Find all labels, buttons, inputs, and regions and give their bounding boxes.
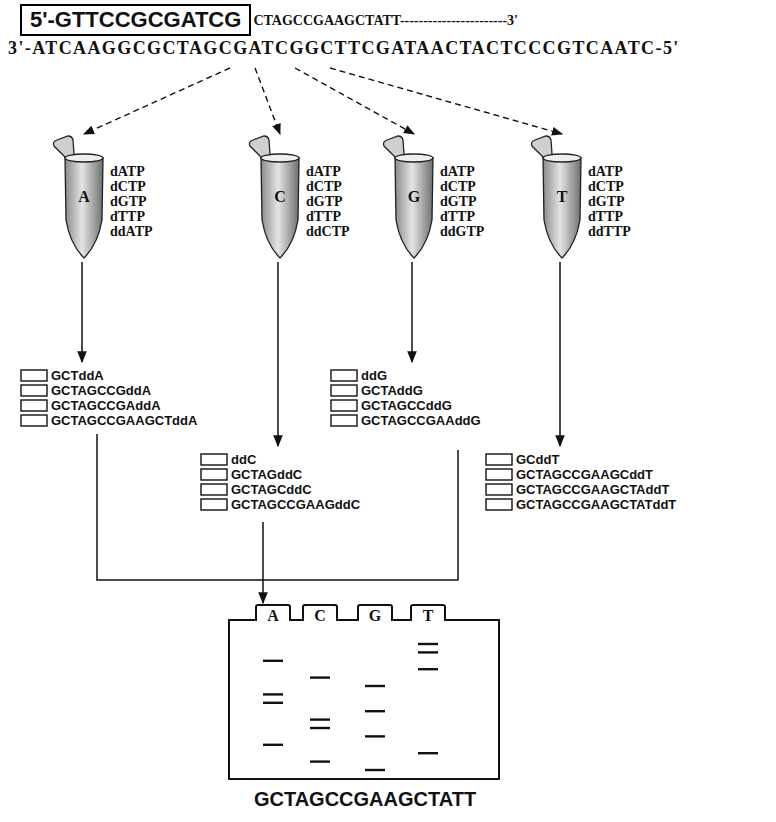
gel-band — [418, 668, 438, 670]
layout-lines — [82, 262, 560, 603]
tube-label: C — [258, 188, 302, 206]
tube-rim — [261, 154, 299, 162]
tube-rim — [65, 154, 103, 162]
primer-sequence: 5'-GTTCCGCGATCG — [30, 7, 241, 32]
fragment-sequence: GCTAGCCGAddA — [20, 398, 161, 413]
primer-box-icon — [486, 484, 512, 495]
flow-arrow — [262, 580, 264, 603]
fragment-sequence: GCTAGCCGAAGCTATddT — [485, 497, 676, 512]
tube-body — [395, 158, 433, 258]
fragment-sequence: GCTAGCCGAAGCTAddT — [485, 482, 669, 497]
dna-duplex: CTAGCCGAAGCTATT-----------------------3'… — [8, 4, 768, 66]
reaction-tube: AdATP dCTP dGTP dTTP ddATP — [62, 148, 153, 260]
fragment-sequence: GCTAddG — [330, 383, 423, 398]
primer-box-icon — [201, 499, 227, 510]
tube-label: A — [62, 188, 106, 206]
tube-rim — [543, 154, 581, 162]
primer-box-icon — [331, 370, 357, 381]
gel-band — [418, 643, 438, 645]
gel-band — [263, 744, 283, 746]
template-strand: 3'-ATCAAGGCGCTAGCGATCGGCTTCGATAACTACTCCC… — [8, 38, 680, 59]
fragment-sequence: GCTAGCCGAAGCTddA — [20, 413, 197, 428]
gel-band — [310, 760, 330, 762]
connectors — [84, 68, 562, 134]
tube-body — [261, 158, 299, 258]
lane-label: T — [413, 607, 443, 625]
primer-boxes — [21, 370, 512, 510]
tube-label: T — [540, 188, 584, 206]
gel-band — [263, 660, 283, 662]
fragment-sequence: GCTAGCCddG — [330, 398, 452, 413]
gel-band — [365, 735, 385, 737]
nucleotide-list: dATP dCTP dGTP dTTP ddTTP — [588, 148, 631, 239]
primer-box-icon — [21, 400, 47, 411]
primer-box-icon — [21, 385, 47, 396]
gel-band — [310, 676, 330, 678]
primer-box-icon — [201, 454, 227, 465]
gel-outline — [229, 605, 499, 779]
gel-band — [310, 727, 330, 729]
gel-band — [418, 651, 438, 653]
fragment-sequence: GCTAGddC — [200, 467, 302, 482]
gel-band — [365, 769, 385, 771]
reaction-tube: CdATP dCTP dGTP dTTP ddCTP — [258, 148, 350, 260]
dashed-arrow — [330, 68, 562, 134]
primer-box-icon — [486, 454, 512, 465]
fragment-sequence: GCTddA — [20, 368, 104, 383]
nucleotide-list: dATP dCTP dGTP dTTP ddCTP — [306, 148, 350, 239]
gel-band — [365, 685, 385, 687]
merge-bracket — [97, 434, 458, 580]
primer-box-icon — [21, 370, 47, 381]
primer-box-icon — [331, 385, 357, 396]
reaction-tube: GdATP dCTP dGTP dTTP ddGTP — [392, 148, 484, 260]
fragment-sequence: ddG — [330, 368, 387, 383]
lane-label: C — [305, 607, 335, 625]
merge-bracket — [262, 522, 264, 580]
flow-arrow — [559, 262, 561, 446]
dashed-arrow — [84, 68, 230, 134]
tube-body — [543, 158, 581, 258]
gel-shape — [228, 604, 500, 780]
gel-band — [310, 718, 330, 720]
fragment-sequence: GCTAGCCGAAGddC — [200, 497, 360, 512]
primer-box-icon — [201, 469, 227, 480]
tube-body — [65, 158, 103, 258]
fragment-sequence: ddC — [200, 452, 256, 467]
fragment-sequence: GCddT — [485, 452, 559, 467]
primer-box-icon — [201, 484, 227, 495]
fragment-sequence: GCTAGCCGAAddG — [330, 413, 481, 428]
primer-box: 5'-GTTCCGCGATCG — [20, 4, 251, 36]
nucleotide-list: dATP dCTP dGTP dTTP ddATP — [110, 148, 153, 239]
primer-box-icon — [486, 499, 512, 510]
sequencing-gel: AC G T — [228, 604, 500, 780]
flow-arrow — [277, 262, 279, 446]
tube-rim — [395, 154, 433, 162]
primer-box-icon — [331, 400, 357, 411]
top-strand: CTAGCCGAAGCTATT-----------------------3' — [253, 13, 518, 29]
lane-label: G — [360, 607, 390, 625]
gel-band — [365, 710, 385, 712]
tube-label: G — [392, 188, 436, 206]
fragment-sequence: GCTAGCCGAAGCddT — [485, 467, 653, 482]
dashed-arrow — [255, 68, 280, 134]
gel-band — [263, 693, 283, 695]
flow-arrow — [411, 262, 413, 362]
lane-label: A — [258, 607, 288, 625]
dashed-arrow — [295, 68, 414, 134]
fragment-sequence: GCTAGCddC — [200, 482, 312, 497]
primer-box-icon — [486, 469, 512, 480]
flow-arrow — [81, 262, 83, 362]
primer-box-icon — [21, 415, 47, 426]
fragment-sequence: GCTAGCCGddA — [20, 383, 151, 398]
gel-band — [418, 752, 438, 754]
read-sequence: GCTAGCCGAAGCTATT — [0, 788, 730, 811]
reaction-tube: TdATP dCTP dGTP dTTP ddTTP — [540, 148, 631, 260]
primer-box-icon — [331, 415, 357, 426]
gel-band — [263, 702, 283, 704]
nucleotide-list: dATP dCTP dGTP dTTP ddGTP — [440, 148, 484, 239]
